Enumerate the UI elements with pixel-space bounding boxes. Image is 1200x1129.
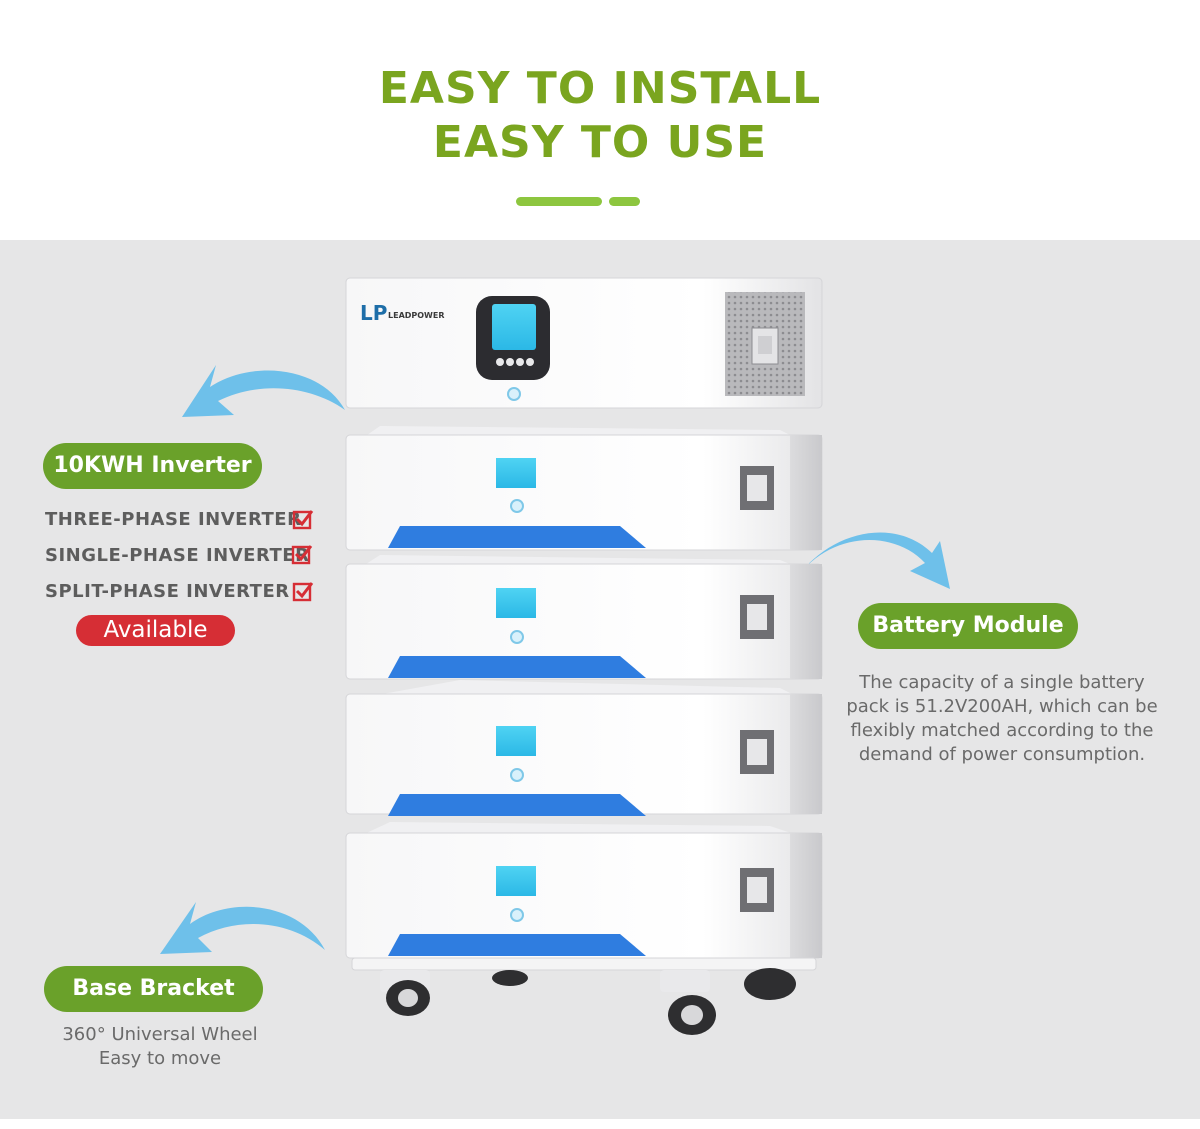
title-line-2: EASY TO USE — [432, 117, 768, 168]
title-line-1: EASY TO INSTALL — [378, 63, 822, 114]
battery-description: The capacity of a single battery pack is… — [826, 671, 1178, 767]
battery-description-line: The capacity of a single battery — [859, 672, 1145, 693]
battery-description-line: demand of power consumption. — [858, 744, 1146, 765]
battery-module — [345, 822, 823, 959]
base-description-line: 360° Universal Wheel — [62, 1024, 258, 1045]
page-title: EASY TO INSTALL EASY TO USE — [0, 62, 1200, 170]
battery-module-label: Battery Module — [858, 603, 1078, 649]
inverter-unit: LP LEADPOWER — [345, 277, 823, 409]
battery-module — [345, 426, 823, 551]
checkbox-check-icon — [292, 582, 314, 602]
checkbox-check-icon — [292, 510, 314, 530]
base-bracket — [351, 957, 817, 1035]
battery-module — [345, 555, 823, 680]
svg-text:LP: LP — [360, 301, 387, 325]
battery-description-line: pack is 51.2V200AH, which can be — [846, 696, 1158, 717]
feature-three-phase: THREE-PHASE INVERTER — [45, 509, 302, 530]
brand-text: LEADPOWER — [388, 311, 445, 320]
inverter-label: 10KWH Inverter — [43, 443, 262, 489]
base-bracket-label: Base Bracket — [44, 966, 263, 1012]
decorative-bar-long — [516, 197, 602, 206]
checkbox-check-icon — [291, 545, 313, 565]
base-description-line: Easy to move — [98, 1048, 222, 1069]
battery-stack-illustration: LP LEADPOWER — [345, 277, 823, 1035]
battery-description-line: flexibly matched according to the — [850, 720, 1154, 741]
feature-single-phase: SINGLE-PHASE INVERTER — [45, 545, 310, 566]
curved-arrow-icon — [160, 902, 325, 954]
base-description: 360° Universal Wheel Easy to move — [20, 1023, 300, 1071]
curved-arrow-icon — [795, 532, 950, 589]
curved-arrow-icon — [182, 365, 345, 417]
feature-split-phase: SPLIT-PHASE INVERTER — [45, 581, 290, 602]
available-badge: Available — [76, 615, 235, 646]
decorative-bar-short — [609, 197, 640, 206]
battery-module — [345, 680, 823, 816]
